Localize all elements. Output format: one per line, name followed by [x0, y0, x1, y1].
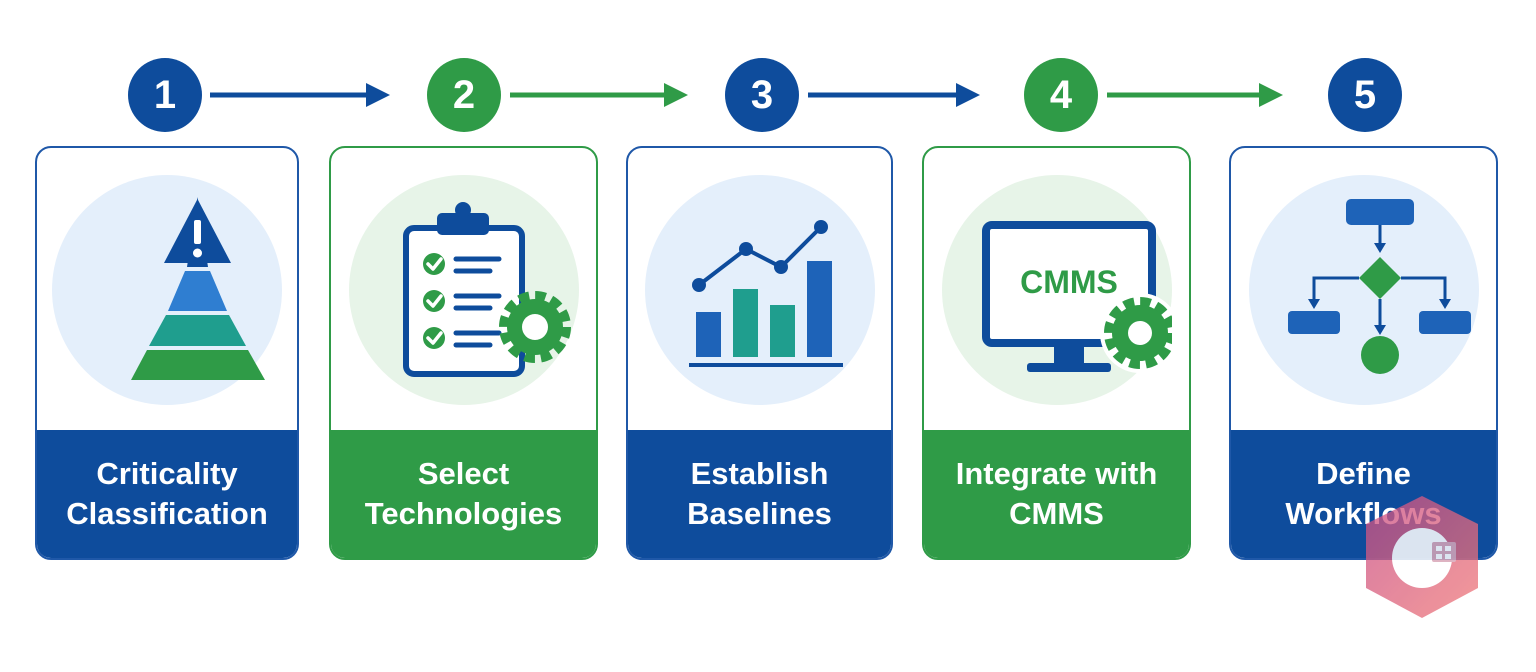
- step-badge-3: 3: [725, 58, 799, 132]
- step-card-1: Criticality Classification: [35, 146, 299, 560]
- step-title: Criticality Classification: [37, 430, 297, 558]
- step-title-line: Baselines: [687, 496, 832, 531]
- arrow-right-icon: [1107, 83, 1283, 107]
- step-title-line: Establish: [690, 456, 829, 491]
- warning-pyramid-icon: [131, 197, 265, 380]
- step-title-line: Integrate with: [955, 456, 1158, 491]
- arrow-right-icon: [510, 83, 688, 107]
- flowchart-icon: [1287, 199, 1471, 374]
- arrow-right-icon: [808, 83, 980, 107]
- step-card-4: CMMS Integrate with CMMS: [922, 146, 1191, 560]
- step-card-3: Establish Baselines: [626, 146, 893, 560]
- monitor-screen-text: CMMS: [1020, 264, 1118, 300]
- arrow-right-icon: [210, 83, 390, 107]
- checklist-gear-icon: [402, 202, 571, 377]
- step-title: Establish Baselines: [628, 430, 891, 558]
- step-card-2: Select Technologies: [329, 146, 598, 560]
- step-badge-2: 2: [427, 58, 501, 132]
- step-title: Integrate with CMMS: [924, 430, 1189, 558]
- step-title: Select Technologies: [331, 430, 596, 558]
- bar-line-chart-icon: [688, 220, 843, 367]
- step-title-line: Select: [417, 456, 510, 491]
- step-badge-5: 5: [1328, 58, 1402, 132]
- watermark-logo-icon: [1366, 496, 1478, 618]
- step-badge-1: 1: [128, 58, 202, 132]
- step-title-line: Classification: [66, 496, 268, 531]
- step-card-5: Define Workflows: [1229, 146, 1498, 560]
- monitor-gear-icon: CMMS: [981, 221, 1172, 373]
- step-title-line: Technologies: [364, 496, 563, 531]
- step-title-line: Criticality: [96, 456, 238, 491]
- step-title-line: Define: [1316, 456, 1411, 491]
- step-title-line: CMMS: [1009, 496, 1104, 531]
- step-badge-4: 4: [1024, 58, 1098, 132]
